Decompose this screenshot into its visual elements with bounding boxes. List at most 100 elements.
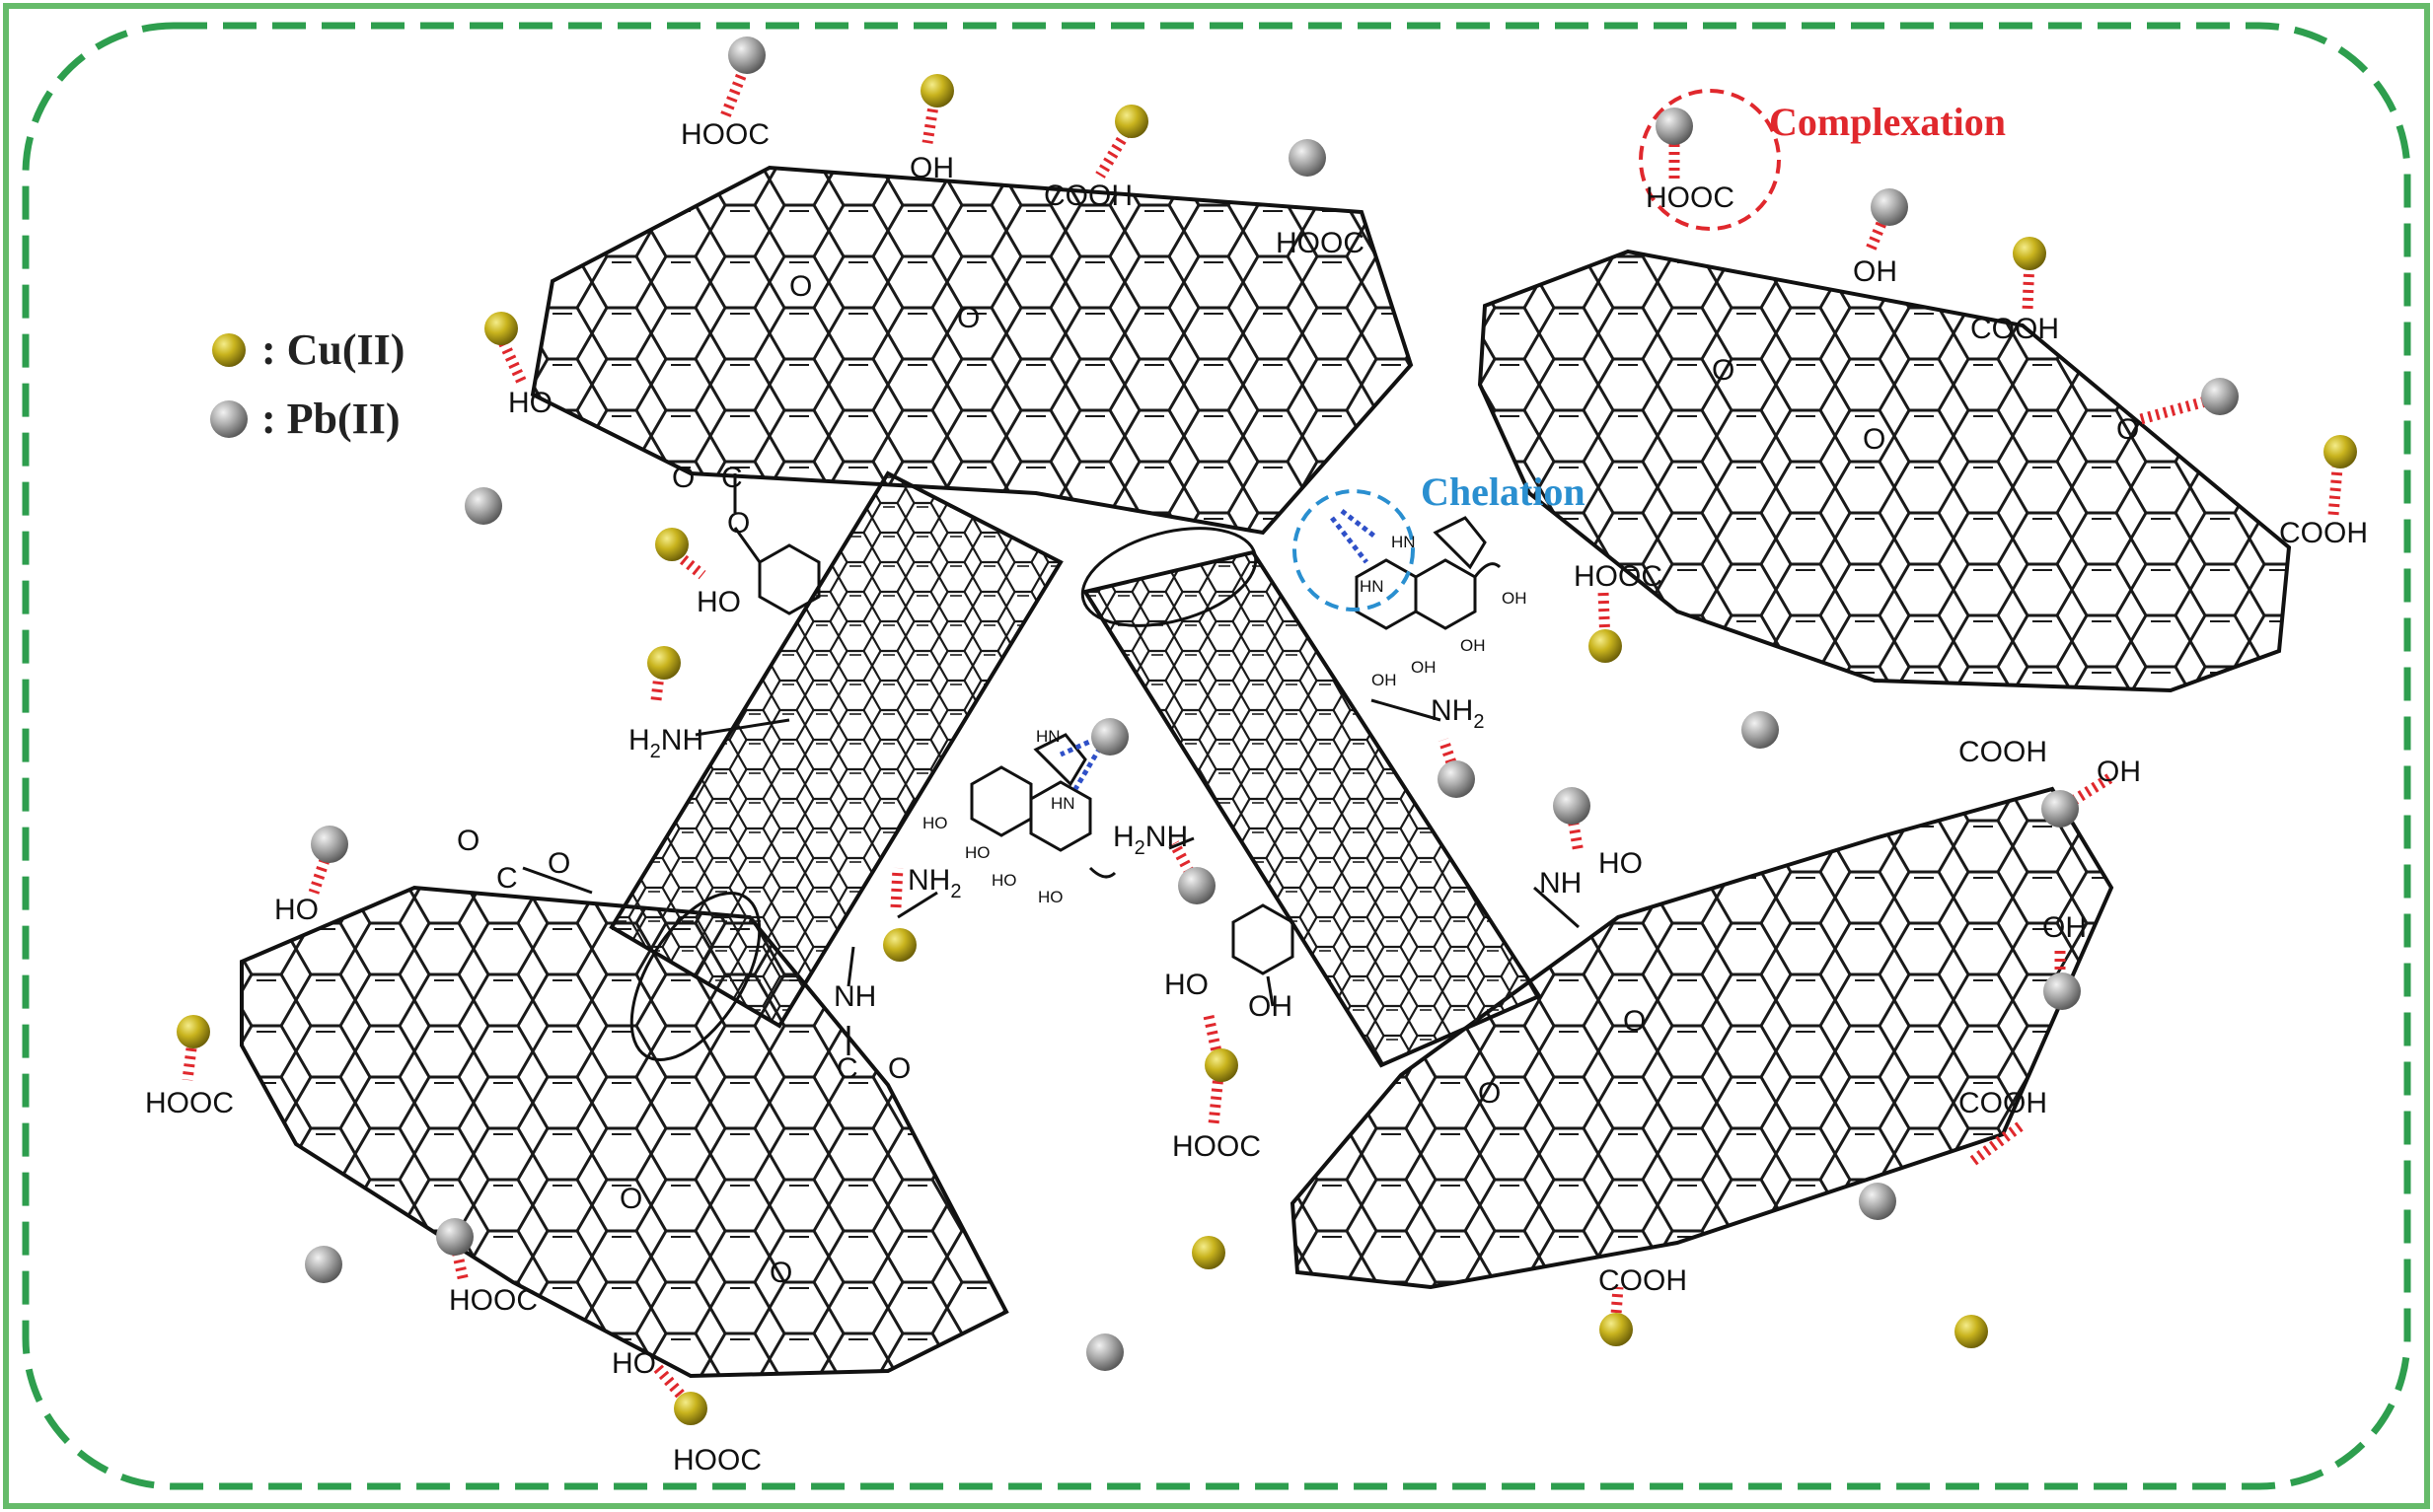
oh-label: OH	[2097, 756, 2141, 788]
hooc-label: HOOC	[145, 1087, 234, 1119]
hooc-label: HOOC	[681, 118, 770, 151]
legend-label-cu: : Cu(II)	[261, 325, 405, 374]
pb-ion-icon	[436, 1218, 474, 1256]
functional-group-labels: HOOC OH COOH HOOC HO O O O C O HO H2NH N…	[145, 118, 2368, 1476]
cu-ion-icon	[1954, 1315, 1988, 1348]
cu-ion-icon	[2323, 435, 2357, 468]
cooh-label: COOH	[1958, 736, 2047, 768]
cu-ion-icon	[212, 333, 246, 367]
hooc-label: HOOC	[673, 1444, 762, 1476]
pb-ion-icon	[1086, 1333, 1124, 1371]
dashed-boundary	[22, 22, 2411, 1490]
outer-frame	[3, 3, 2430, 1509]
hooc-label: HOOC	[1276, 227, 1364, 259]
epoxide-o-label: O	[1478, 1077, 1501, 1110]
pb-ion-icon	[728, 36, 766, 74]
epoxide-o-label: O	[620, 1183, 642, 1215]
cu-ion-icon	[177, 1015, 210, 1048]
cu-ion-icon	[921, 74, 954, 108]
amide-o-label: O	[888, 1052, 911, 1085]
hn-label: HN	[1036, 727, 1061, 746]
cu-ion-icon	[1588, 629, 1622, 663]
legend-label-pb: : Pb(II)	[261, 395, 401, 443]
chelation-bonds	[1059, 509, 1378, 791]
chelation-label: Chelation	[1421, 469, 1585, 514]
epoxide-o-label: O	[770, 1257, 792, 1289]
pb-ion-icon	[1289, 139, 1326, 177]
chelation-callout: Chelation	[1292, 469, 1585, 612]
amide-o-label: O	[457, 825, 479, 857]
nh-label: NH	[1539, 867, 1582, 900]
oh-label: OH	[1502, 589, 1527, 608]
cu-ion-icon	[647, 646, 681, 680]
hooc-label: HOOC	[449, 1284, 538, 1317]
epoxide-o-label: O	[957, 302, 980, 334]
metal-ions	[177, 36, 2357, 1425]
oh-label: OH	[1371, 671, 1397, 689]
ho-label: HO	[612, 1347, 656, 1380]
graphene-sheet-top-right	[1477, 249, 2292, 693]
cu-ion-icon	[1599, 1313, 1633, 1346]
pb-ion-icon	[1178, 867, 1216, 904]
ester-o-label: O	[548, 847, 570, 880]
pb-ion-icon	[1871, 188, 1908, 226]
ho-label: HO	[992, 871, 1017, 890]
oh-label: OH	[1248, 990, 1292, 1023]
carbon-nanotube-right	[1080, 527, 1542, 1068]
polydopamine-fragment-middle	[970, 733, 1117, 879]
linker-bonds	[522, 473, 1580, 1055]
pb-ion-icon	[2201, 378, 2239, 415]
complexation-callout: Complexation	[1639, 89, 2006, 231]
pb-ion-icon	[1859, 1183, 1896, 1220]
pb-ion-icon	[1553, 787, 1590, 825]
ho-label: HO	[1598, 847, 1643, 880]
oh-label: OH	[1411, 658, 1437, 677]
oh-label: OH	[1853, 255, 1897, 288]
cu-ion-icon	[655, 528, 689, 561]
cooh-label: COOH	[2279, 517, 2368, 549]
oh-label: OH	[1460, 636, 1486, 655]
hn-label: HN	[1360, 577, 1384, 596]
cooh-label: COOH	[1970, 313, 2059, 345]
oh-label: OH	[910, 152, 954, 184]
polydopamine-fragment-top	[1355, 516, 1502, 630]
carbon-nanotube-left	[609, 470, 1064, 1061]
ho-label: HO	[697, 586, 741, 618]
nh2-label: NH2	[1431, 694, 1484, 733]
ester-c-label: C	[721, 462, 743, 494]
hooc-label: HOOC	[1646, 181, 1734, 214]
h2n-label: H2NH	[1113, 821, 1188, 859]
ho-label: HO	[508, 387, 553, 419]
hooc-label: HOOC	[1172, 1130, 1261, 1163]
pb-ion-icon	[1656, 108, 1693, 145]
graphene-sheet-bottom-left	[240, 885, 1009, 1379]
cu-ion-icon	[484, 312, 518, 345]
pb-ion-icon	[2041, 790, 2079, 828]
ester-o-label: O	[727, 507, 750, 540]
graphene-sheet-bottom-right	[1290, 786, 2114, 1290]
cooh-label: COOH	[1044, 180, 1133, 212]
cu-ion-icon	[883, 928, 917, 962]
ho-label: HO	[922, 814, 948, 832]
legend: : Cu(II) : Pb(II)	[210, 325, 405, 443]
catechol-ring-left	[758, 543, 821, 615]
hooc-label: HOOC	[1574, 560, 1662, 593]
cooh-label: COOH	[1958, 1087, 2047, 1119]
cu-ion-icon	[1192, 1236, 1225, 1269]
epoxide-o-label: O	[1623, 1005, 1646, 1038]
complexation-label: Complexation	[1769, 100, 2006, 144]
cu-ion-icon	[2013, 237, 2046, 270]
epoxide-o-label: O	[1712, 354, 1734, 387]
pb-ion-icon	[465, 487, 502, 525]
cooh-label: COOH	[1598, 1264, 1687, 1297]
cu-ion-icon	[1115, 105, 1148, 138]
ether-o-label: O	[2116, 413, 2139, 446]
ho-label: HO	[965, 843, 991, 862]
ester-o-label: O	[672, 462, 695, 494]
pb-ion-icon	[305, 1246, 342, 1283]
epoxide-o-label: O	[1863, 423, 1885, 456]
pb-ion-icon	[1741, 711, 1779, 749]
nh2-label: NH2	[908, 864, 961, 902]
hn-label: HN	[1051, 794, 1075, 813]
